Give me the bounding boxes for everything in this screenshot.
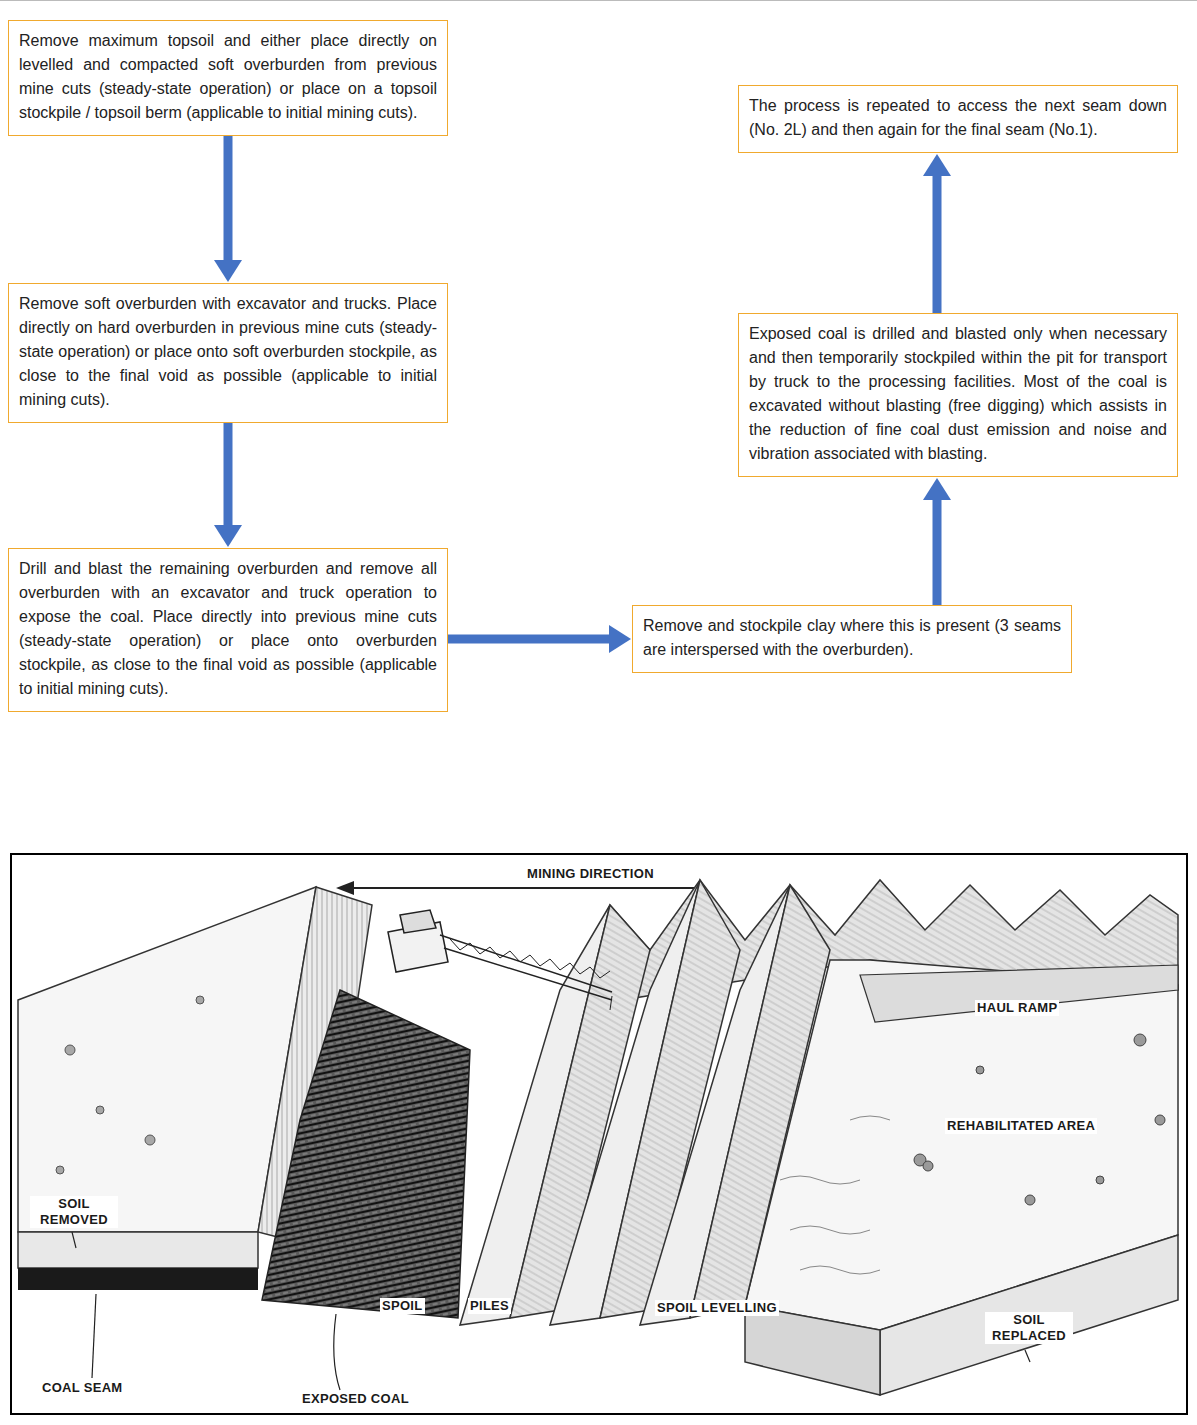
- box-text: Remove maximum topsoil and either place …: [19, 29, 437, 125]
- flow-arrow: [448, 625, 631, 653]
- arrow-shaft: [933, 174, 942, 313]
- arrow-shaft: [224, 423, 233, 527]
- block-front-face: [880, 1235, 1178, 1395]
- process-box: Drill and blast the remaining overburden…: [8, 548, 448, 712]
- illustration-label: SPOIL: [380, 1298, 425, 1314]
- illustration-frame: [11, 854, 1187, 1414]
- flow-arrow: [214, 423, 242, 547]
- flow-arrow: [923, 154, 951, 313]
- page-rule: [0, 0, 1197, 1]
- haul-ramp: [860, 965, 1178, 1022]
- process-box: Exposed coal is drilled and blasted only…: [738, 313, 1178, 477]
- box-text: Drill and blast the remaining overburden…: [19, 557, 437, 701]
- illustration-label: EXPOSED COAL: [300, 1391, 411, 1407]
- arrow-head: [923, 478, 951, 500]
- flow-arrow: [923, 478, 951, 605]
- block-side-face: [745, 1305, 880, 1395]
- illustration-label: PILES: [468, 1298, 511, 1314]
- ground-front-face: [18, 1232, 258, 1268]
- arrow-shaft: [448, 635, 611, 644]
- arrow-shaft: [933, 498, 942, 605]
- leader-lines: [72, 1232, 1030, 1390]
- arrow-head: [214, 260, 242, 282]
- process-box: Remove maximum topsoil and either place …: [8, 20, 448, 136]
- direction-arrow: [336, 881, 700, 895]
- coal-seam-band: [18, 1268, 258, 1290]
- illustration-label: SOIL REPLACED: [985, 1312, 1073, 1344]
- box-text: The process is repeated to access the ne…: [749, 94, 1167, 142]
- illustration-label: HAUL RAMP: [975, 1000, 1059, 1016]
- dragline: [388, 910, 612, 1010]
- box-text: Remove soft overburden with excavator an…: [19, 292, 437, 412]
- arrow-head: [923, 154, 951, 176]
- exposed-coal: [262, 990, 470, 1318]
- levelling-marks: [780, 1116, 890, 1274]
- illustration-label: MINING DIRECTION: [525, 866, 656, 882]
- illustration-label: SOIL REMOVED: [30, 1196, 118, 1228]
- process-box: Remove and stockpile clay where this is …: [632, 605, 1072, 673]
- arrow-head: [609, 625, 631, 653]
- process-box: Remove soft overburden with excavator an…: [8, 283, 448, 423]
- vegetation: [914, 1034, 1165, 1205]
- process-box: The process is repeated to access the ne…: [738, 85, 1178, 153]
- box-text: Exposed coal is drilled and blasted only…: [749, 322, 1167, 466]
- arrow-shaft: [224, 136, 233, 262]
- illustration-label: REHABILITATED AREA: [945, 1118, 1097, 1134]
- box-text: Remove and stockpile clay where this is …: [643, 614, 1061, 662]
- flow-arrow: [214, 136, 242, 282]
- illustration-label: COAL SEAM: [40, 1380, 124, 1396]
- spoil-ridges: [460, 880, 830, 1325]
- illustration-label: SPOIL LEVELLING: [655, 1300, 779, 1316]
- ground-vegetation: [56, 996, 204, 1174]
- arrow-head: [214, 525, 242, 547]
